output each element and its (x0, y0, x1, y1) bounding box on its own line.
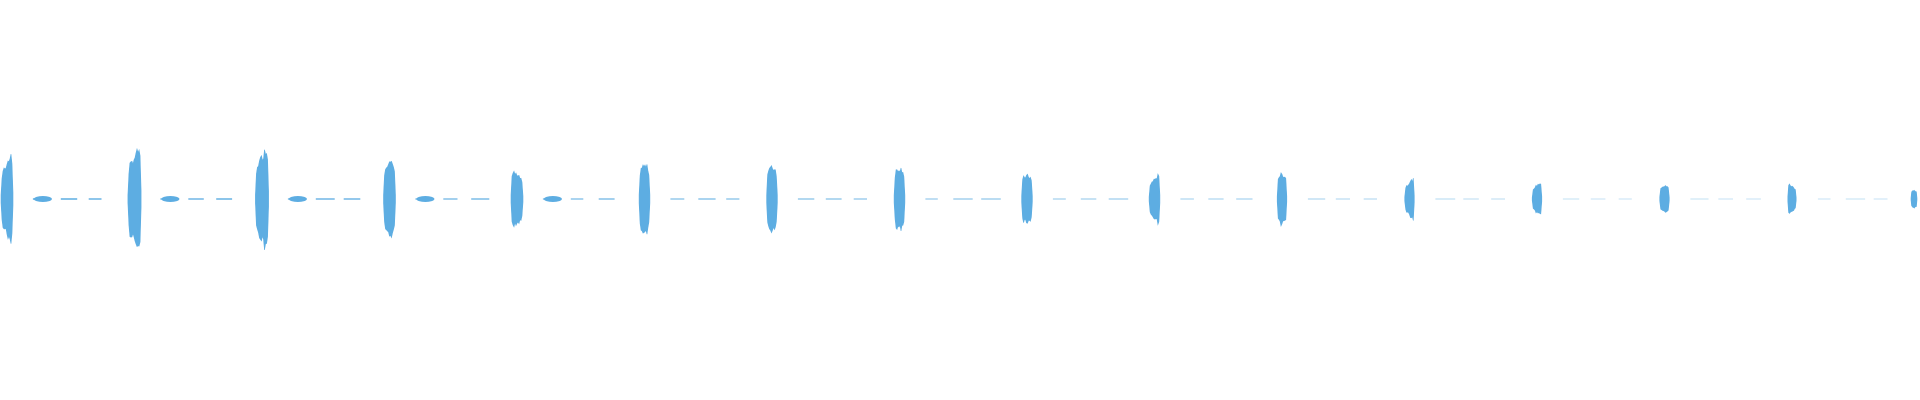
waveform-burst (510, 170, 524, 228)
waveform-noise-blip (543, 196, 562, 202)
waveform-burst (893, 167, 906, 232)
waveform-burst (1659, 185, 1670, 213)
waveform-burst (1148, 173, 1161, 226)
waveform-burst (1021, 173, 1033, 224)
waveform-burst (1910, 189, 1918, 209)
waveform-noise-blip (416, 196, 435, 202)
waveform-noise-blip (161, 196, 180, 202)
waveform-burst (127, 147, 142, 247)
waveform-burst (1531, 183, 1543, 215)
waveform-noise-blip (33, 196, 52, 202)
waveform-burst (766, 164, 778, 234)
waveform-layer (0, 147, 1918, 251)
waveform-burst (638, 164, 651, 235)
waveform-burst (255, 149, 269, 251)
waveform-burst (1276, 172, 1288, 227)
waveform-burst (383, 160, 396, 239)
waveform-burst (1404, 178, 1415, 221)
waveform-burst (0, 154, 14, 244)
waveform-noise-blip (288, 196, 307, 202)
waveform-burst (1787, 183, 1797, 214)
